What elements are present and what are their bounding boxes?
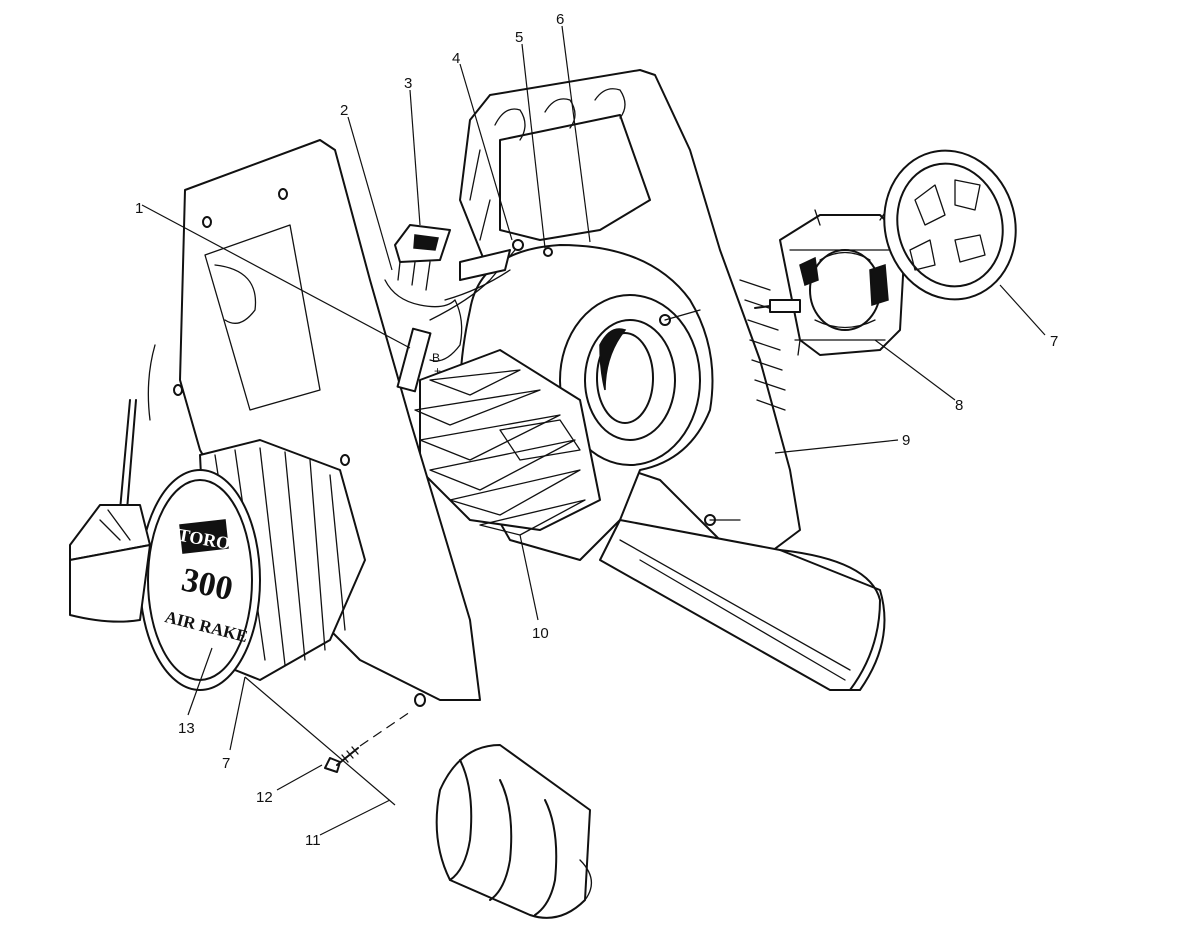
intake-cap: TORO 300 AIR RAKE xyxy=(139,439,366,691)
motor xyxy=(754,204,906,356)
callout-5: 5 xyxy=(515,29,523,46)
callout-12: 12 xyxy=(256,789,273,806)
inlet-tube-front xyxy=(435,744,592,919)
callout-11: 11 xyxy=(305,832,321,849)
callout-7-end-cap: 7 xyxy=(1050,333,1058,350)
callout-2: 2 xyxy=(340,102,348,119)
callout-7-cap: 7 xyxy=(222,755,230,772)
motor-end-cap xyxy=(883,149,1017,301)
power-cord-plug xyxy=(69,399,151,623)
outlet-tube-rear xyxy=(599,519,886,691)
callout-3: 3 xyxy=(404,75,412,92)
leader-lines xyxy=(141,25,1046,836)
terminal-sign: + xyxy=(434,364,441,378)
callout-labels: 1 2 3 4 5 6 7 8 9 10 11 12 13 7 xyxy=(135,11,1058,849)
callout-13: 13 xyxy=(178,720,195,737)
impeller-fan xyxy=(414,349,601,536)
callout-6: 6 xyxy=(556,11,564,28)
callout-9: 9 xyxy=(902,432,910,449)
callout-4: 4 xyxy=(452,50,460,67)
switch-assembly xyxy=(384,224,456,308)
terminal-letter: B xyxy=(432,351,440,365)
wire-harness xyxy=(396,239,553,393)
screw xyxy=(324,711,411,773)
callout-8: 8 xyxy=(955,397,963,414)
callout-1: 1 xyxy=(135,200,143,217)
callout-10: 10 xyxy=(532,625,549,642)
